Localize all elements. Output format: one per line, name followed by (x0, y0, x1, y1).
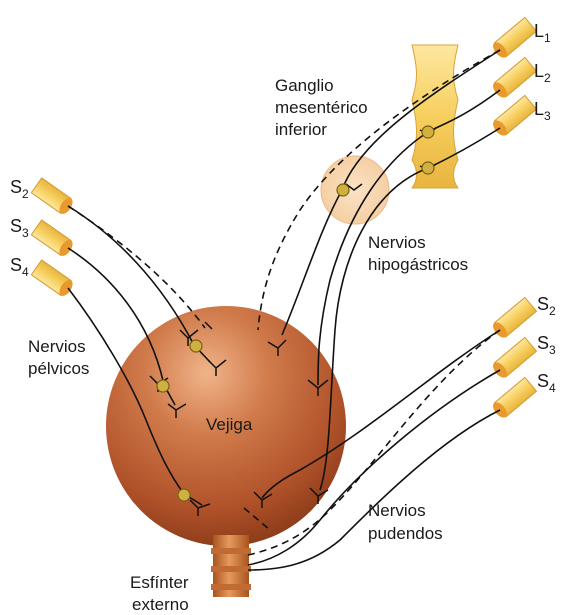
svg-text:S3: S3 (10, 216, 29, 240)
bladder-label: Vejiga (206, 415, 253, 434)
left-sacral-roots (31, 178, 75, 298)
external-sphincter (211, 535, 251, 597)
hypogastric-label: Nervios hipogástricos (368, 233, 468, 274)
svg-text:S2: S2 (537, 294, 556, 318)
pelvic-afferent-dashed (68, 206, 205, 328)
sphincter-label: Esfínter externo (130, 573, 193, 614)
svg-text:S2: S2 (10, 177, 29, 201)
right-sacral-labels: S2 S3 S4 (537, 294, 556, 395)
ganglion-label: Ganglio mesentérico inferior (275, 76, 372, 139)
left-sacral-labels: S2 S3 S4 (10, 177, 29, 279)
svg-text:S4: S4 (537, 371, 556, 395)
svg-text:L2: L2 (534, 61, 551, 85)
svg-text:S3: S3 (537, 333, 556, 357)
lumbar-roots (490, 17, 536, 138)
svg-text:L1: L1 (534, 21, 551, 45)
pudendal-label: Nervios pudendos (368, 501, 443, 543)
sympathetic-chain (412, 45, 458, 188)
pelvic-label: Nervios pélvicos (28, 337, 90, 378)
lumbar-root-labels: L1 L2 L3 (534, 21, 551, 123)
svg-text:L3: L3 (534, 99, 551, 123)
right-sacral-roots (490, 297, 536, 420)
svg-text:S4: S4 (10, 255, 29, 279)
